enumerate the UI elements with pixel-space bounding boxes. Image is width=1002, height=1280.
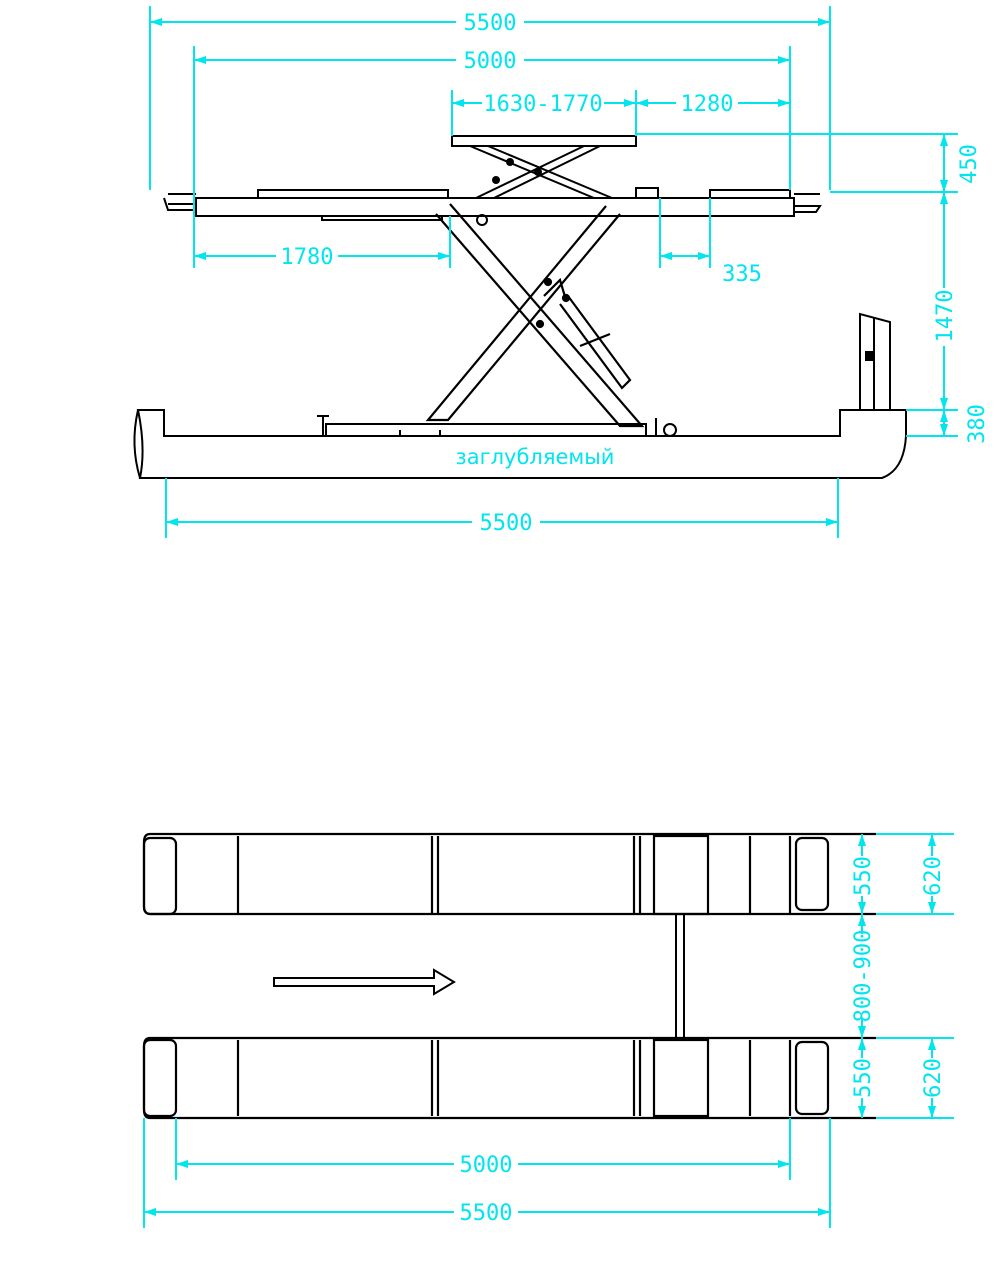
dim-lift-height: 1470 xyxy=(933,290,958,343)
lift-table xyxy=(451,135,637,199)
dim-lower-outer-width: 620 xyxy=(921,1058,946,1098)
top-dimension-lines xyxy=(143,833,954,1228)
base-rail xyxy=(317,415,677,437)
dim-upper-inner-width: 550 xyxy=(851,856,876,896)
side-dimension-labels: 5500 5000 1630-1770 1280 1780 335 5500 4… xyxy=(281,11,990,536)
control-console xyxy=(859,312,891,410)
dim-pit-depth: 380 xyxy=(965,404,990,444)
direction-arrow-icon xyxy=(273,968,456,996)
dim-gap: 800-900 xyxy=(851,930,876,1023)
top-view: 550 620 800-900 550 620 5000 5500 xyxy=(142,832,954,1228)
pit-outline xyxy=(133,409,907,479)
dim-table-height: 450 xyxy=(957,144,982,184)
main-platform xyxy=(163,187,822,226)
dim-overall-length: 5500 xyxy=(464,11,517,36)
dim-top-overall-length: 5500 xyxy=(460,1201,513,1226)
lower-runway xyxy=(142,1036,876,1120)
dim-front-offset: 1780 xyxy=(281,245,334,270)
scissor-mechanism xyxy=(425,203,645,428)
pit-label: заглубляемый xyxy=(456,445,615,469)
dim-rear-offset: 335 xyxy=(722,262,762,287)
dim-platform-length: 5000 xyxy=(464,49,517,74)
cross-connector xyxy=(675,913,685,1039)
top-dimension-labels: 550 620 800-900 550 620 5000 5500 xyxy=(460,856,946,1226)
dim-lower-inner-width: 550 xyxy=(851,1058,876,1098)
dim-table-offset: 1280 xyxy=(681,92,734,117)
side-view: 5500 5000 1630-1770 1280 1780 335 5500 4… xyxy=(133,6,990,538)
dim-upper-outer-width: 620 xyxy=(921,856,946,896)
dim-top-platform-length: 5000 xyxy=(460,1153,513,1178)
side-dimension-lines xyxy=(149,6,958,538)
dim-pit-length: 5500 xyxy=(480,511,533,536)
upper-runway xyxy=(142,832,876,916)
dim-table-range: 1630-1770 xyxy=(483,92,602,117)
